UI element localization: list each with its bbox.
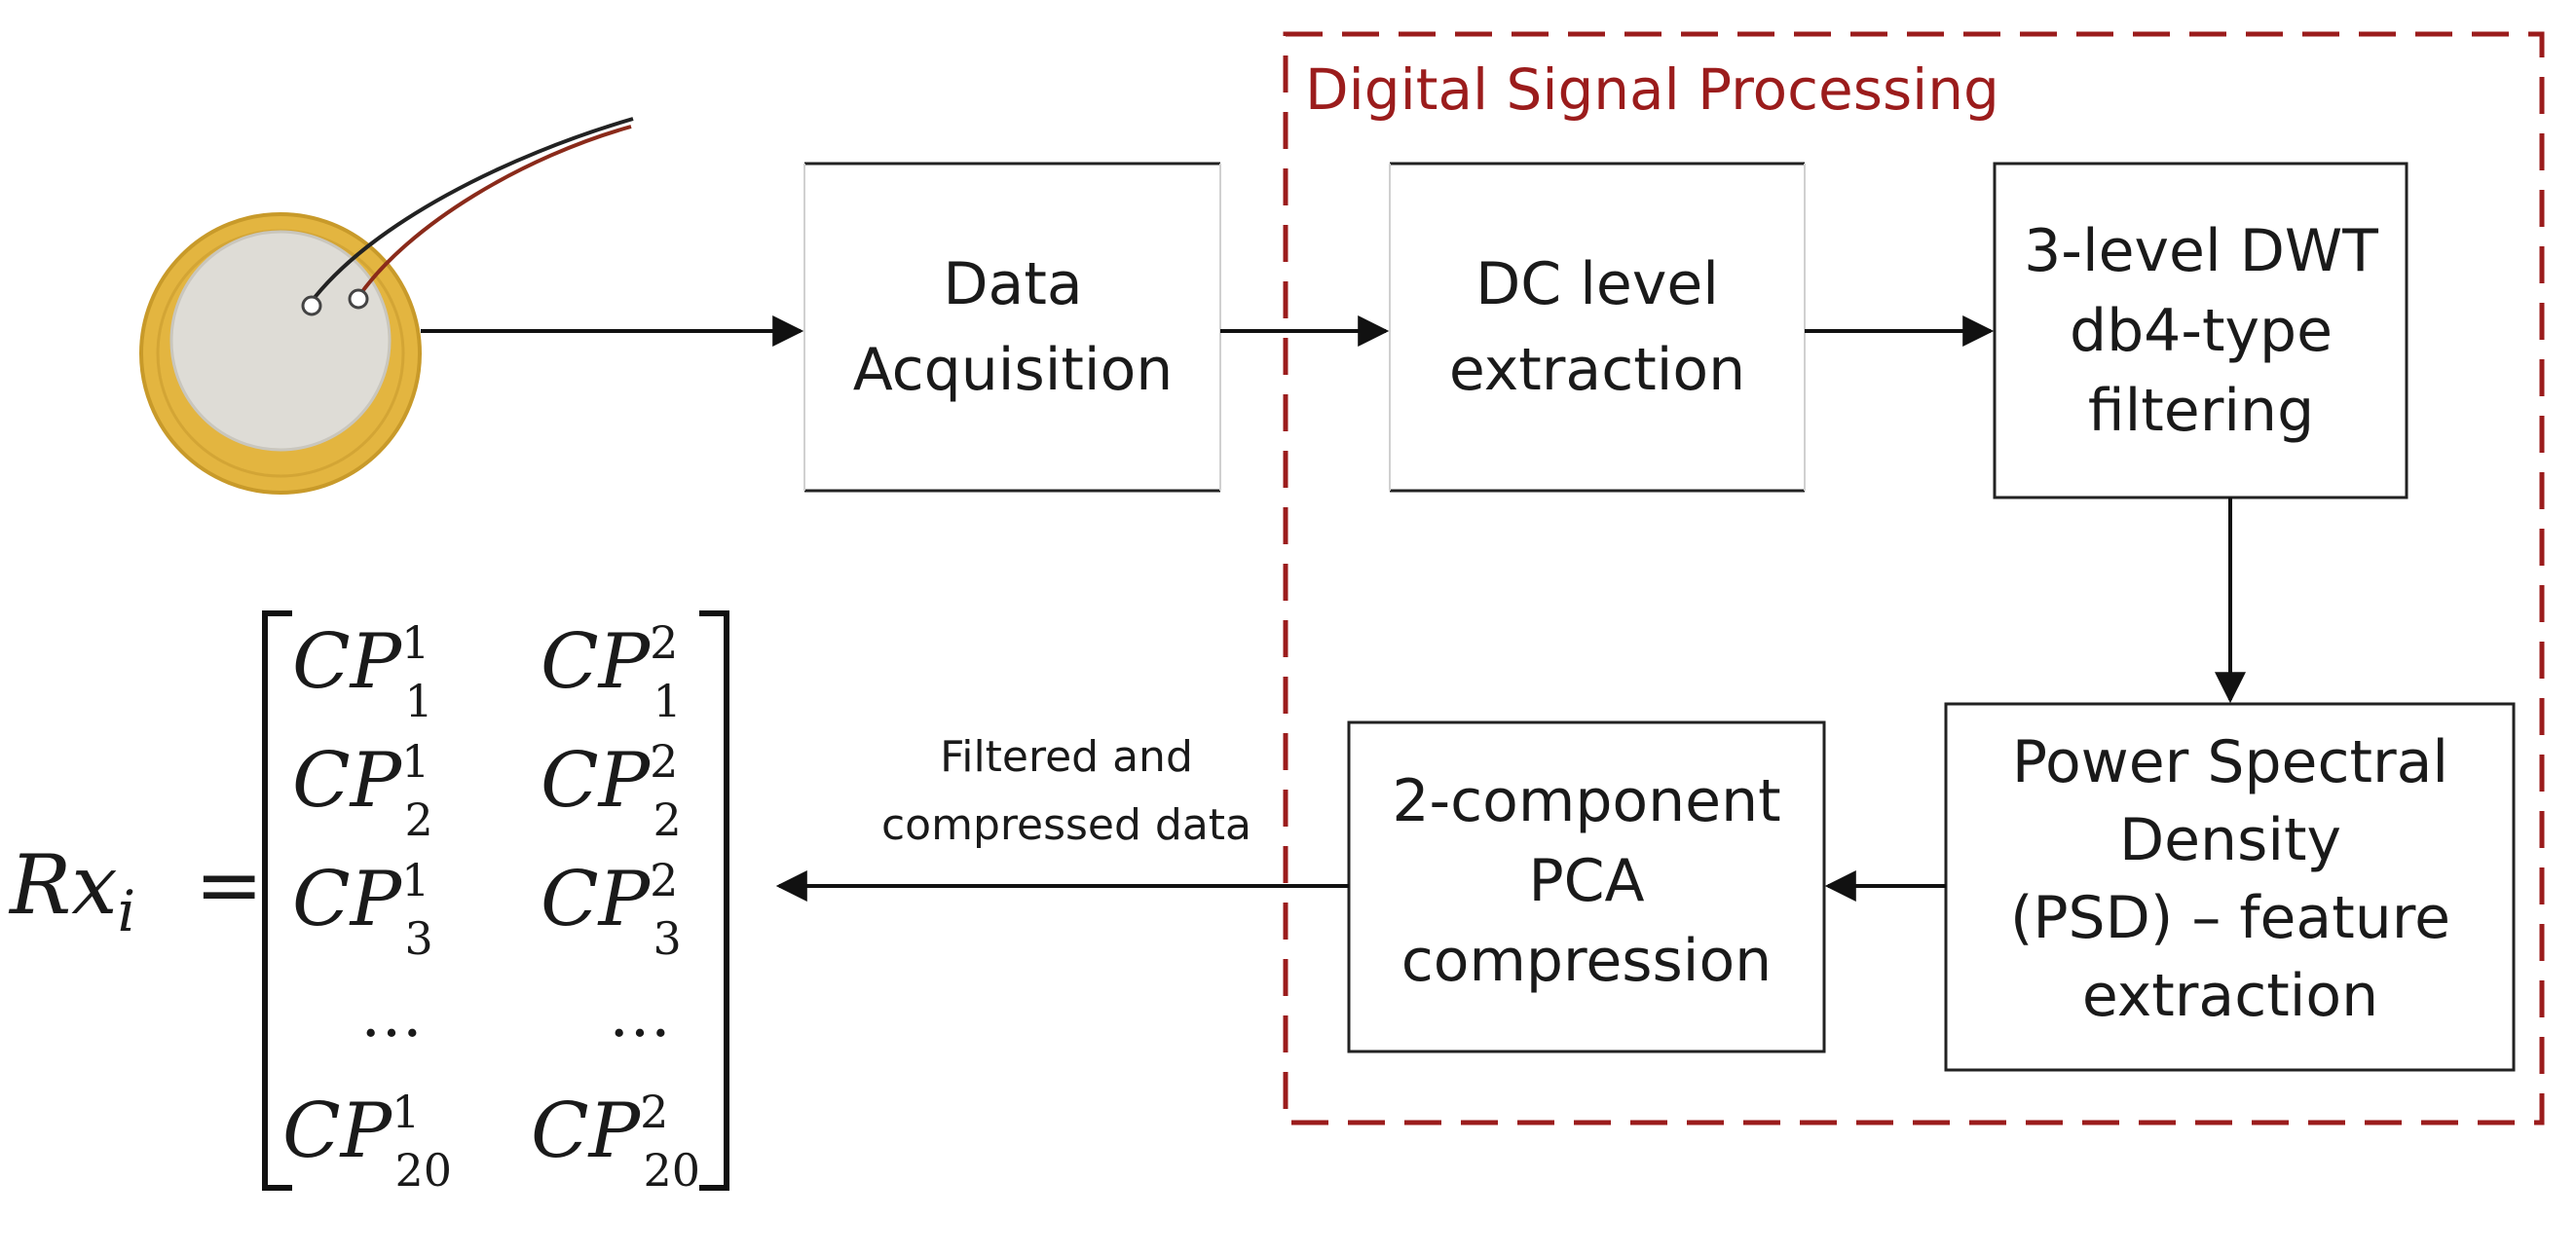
dc-level-line-1: DC level	[1475, 250, 1719, 318]
psd-line-4: extraction	[2082, 962, 2378, 1030]
psd-line-2: Density	[2119, 806, 2341, 874]
matrix-ellipsis: …	[609, 979, 671, 1051]
dwt-line-2: db4-type	[2070, 297, 2333, 365]
dwt-line-1: 3-level DWT	[2024, 217, 2378, 285]
arrow-label-line-2: compressed data	[881, 800, 1251, 850]
arrow-label-line-1: Filtered and	[940, 732, 1193, 782]
dwt-filtering-box: 3-level DWT db4-type filtering	[1993, 162, 2408, 499]
data-acquisition-box: Data Acquisition	[803, 162, 1221, 493]
psd-feature-extraction-box: Power Spectral Density (PSD) – feature e…	[1944, 702, 2516, 1072]
dsp-region-label: Digital Signal Processing	[1305, 56, 1999, 123]
dc-level-line-2: extraction	[1449, 336, 1745, 404]
dc-level-extraction-box: DC level extraction	[1389, 162, 1806, 493]
pca-compression-box: 2-component PCA compression	[1347, 720, 1826, 1053]
matrix-ellipsis: …	[360, 979, 423, 1051]
pca-line-1: 2-component	[1392, 767, 1780, 835]
piezo-sensor-icon	[139, 117, 634, 495]
pca-line-2: PCA	[1528, 847, 1644, 915]
data-acquisition-line-1: Data	[943, 250, 1082, 318]
matrix-left-bracket	[262, 610, 292, 1191]
filtered-compressed-label: Filtered and compressed data	[881, 732, 1251, 850]
psd-line-3: (PSD) – feature	[2010, 884, 2450, 952]
dwt-line-3: filtering	[2088, 377, 2314, 445]
matrix-right-bracket	[699, 610, 729, 1191]
matrix-lhs: Rxi	[8, 837, 135, 944]
matrix-equals: =	[195, 837, 263, 933]
psd-line-1: Power Spectral	[2012, 728, 2448, 796]
data-acquisition-line-2: Acquisition	[853, 336, 1174, 404]
pca-line-3: compression	[1401, 927, 1772, 995]
dsp-region: Digital Signal Processing	[1283, 31, 2545, 1125]
